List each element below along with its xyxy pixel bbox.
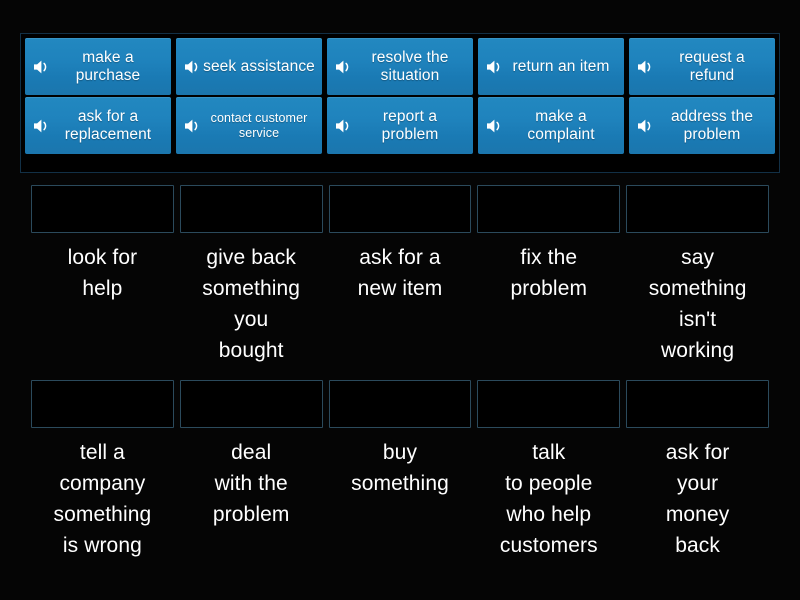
dropzone[interactable] xyxy=(328,380,472,428)
tile-label: ask for a replacement xyxy=(64,108,152,143)
definition-text: fix the problem xyxy=(510,246,588,301)
speaker-icon[interactable] xyxy=(635,57,657,77)
draggable-tile[interactable]: report a problem xyxy=(327,97,473,154)
definition-text: deal with the problem xyxy=(212,441,290,527)
draggable-tile[interactable]: make a complaint xyxy=(478,97,624,154)
speaker-icon[interactable] xyxy=(31,57,53,77)
draggable-tile[interactable]: contact customer service xyxy=(176,97,322,154)
tile-row-1: make a purchase seek assistance resolve … xyxy=(25,38,775,95)
answer-cell: say something isn't working xyxy=(626,185,769,370)
dropzone[interactable] xyxy=(477,380,621,428)
draggable-tile[interactable]: return an item xyxy=(478,38,624,95)
answer-row: tell a company something is wrong deal w… xyxy=(31,380,769,561)
tile-label: address the problem xyxy=(670,108,754,143)
answer-cell: buy something xyxy=(328,380,472,561)
answer-cell: talk to people who help customers xyxy=(477,380,621,561)
draggable-tile[interactable]: make a purchase xyxy=(25,38,171,95)
answer-grid: look for help give back something you bo… xyxy=(31,185,769,561)
answer-cell: tell a company something is wrong xyxy=(31,380,174,561)
tile-label: make a complaint xyxy=(527,108,595,143)
dropzone[interactable] xyxy=(179,185,323,233)
dropzone[interactable] xyxy=(31,380,174,428)
tile-label: request a refund xyxy=(679,49,745,84)
tile-label: resolve the situation xyxy=(371,49,449,84)
draggable-tile[interactable]: address the problem xyxy=(629,97,775,154)
draggable-tile[interactable]: request a refund xyxy=(629,38,775,95)
answer-cell: look for help xyxy=(31,185,174,370)
answer-row: look for help give back something you bo… xyxy=(31,185,769,370)
dropzone[interactable] xyxy=(31,185,174,233)
definition-text: give back something you bought xyxy=(202,246,301,363)
definition-text: tell a company something is wrong xyxy=(53,441,152,558)
tile-row-2: ask for a replacement contact customer s… xyxy=(25,97,775,154)
speaker-icon[interactable] xyxy=(333,116,355,136)
dropzone[interactable] xyxy=(626,380,769,428)
speaker-icon[interactable] xyxy=(182,116,204,136)
answer-cell: give back something you bought xyxy=(179,185,323,370)
tile-label: report a problem xyxy=(381,108,439,143)
answer-cell: ask for your money back xyxy=(626,380,769,561)
speaker-icon[interactable] xyxy=(635,116,657,136)
definition-text: buy something xyxy=(351,441,449,496)
speaker-icon[interactable] xyxy=(484,57,506,77)
dropzone[interactable] xyxy=(179,380,323,428)
definition-text: look for help xyxy=(67,246,138,301)
speaker-icon[interactable] xyxy=(484,116,506,136)
dropzone[interactable] xyxy=(328,185,472,233)
speaker-icon[interactable] xyxy=(182,57,204,77)
draggable-tile[interactable]: ask for a replacement xyxy=(25,97,171,154)
tile-label: make a purchase xyxy=(75,49,141,84)
definition-text: ask for your money back xyxy=(665,441,730,558)
speaker-icon[interactable] xyxy=(333,57,355,77)
draggable-tile[interactable]: seek assistance xyxy=(176,38,322,95)
tile-label: return an item xyxy=(512,57,610,75)
answer-cell: deal with the problem xyxy=(179,380,323,561)
answer-cell: ask for a new item xyxy=(328,185,472,370)
definition-text: ask for a new item xyxy=(357,246,443,301)
definition-text: say something isn't working xyxy=(648,246,747,363)
draggable-tile[interactable]: resolve the situation xyxy=(327,38,473,95)
draggable-tile-tray: make a purchase seek assistance resolve … xyxy=(20,33,780,173)
tile-label: contact customer service xyxy=(210,111,308,140)
tile-label: seek assistance xyxy=(203,57,315,75)
answer-cell: fix the problem xyxy=(477,185,621,370)
speaker-icon[interactable] xyxy=(31,116,53,136)
definition-text: talk to people who help customers xyxy=(499,441,598,558)
dropzone[interactable] xyxy=(626,185,769,233)
dropzone[interactable] xyxy=(477,185,621,233)
